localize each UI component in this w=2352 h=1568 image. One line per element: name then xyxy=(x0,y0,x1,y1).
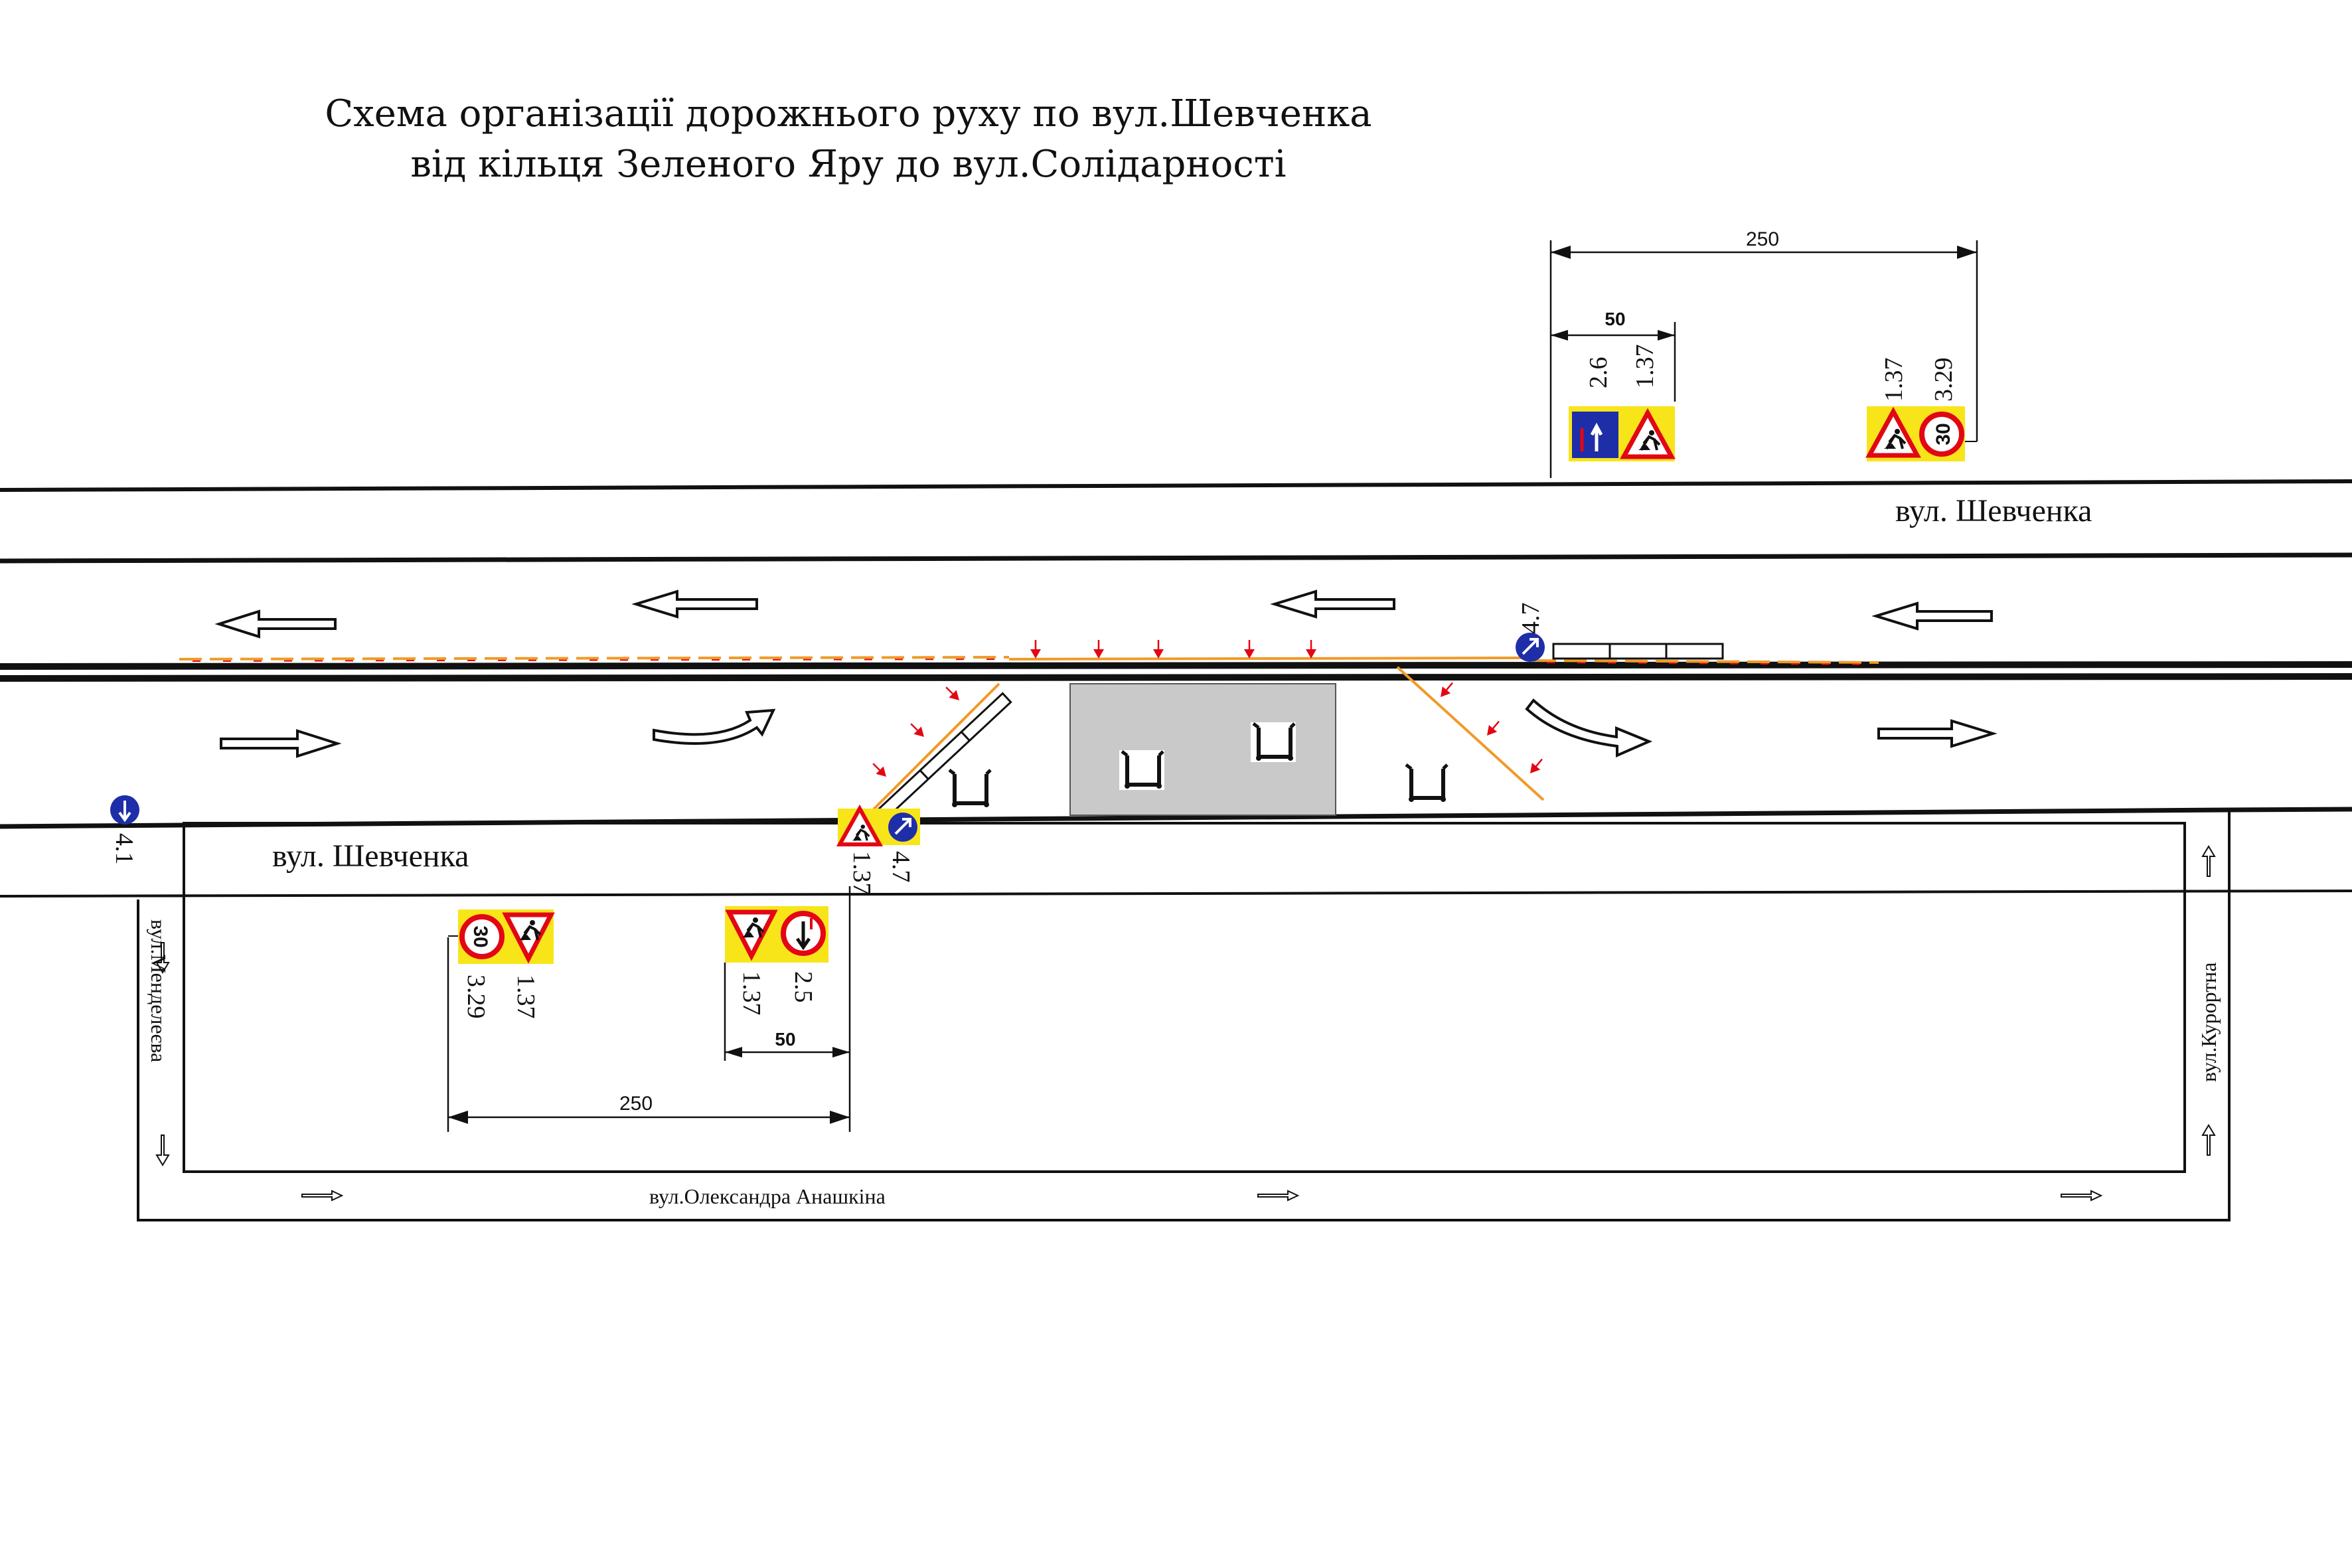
south-sidewalk-edge xyxy=(0,890,2352,898)
barrier-marker xyxy=(1152,639,1165,660)
sign-code-2-5: 2.5 xyxy=(789,971,817,1003)
sign-code-1-37-b: 1.37 xyxy=(1880,358,1908,402)
barrier-marker xyxy=(1243,639,1256,660)
left-sign-4-1: 4.1 xyxy=(110,795,139,865)
south-road-edge-east xyxy=(2229,807,2352,813)
outer-block xyxy=(137,809,2231,1221)
north-road-edge xyxy=(0,552,2352,564)
roadworks-triangle-icon xyxy=(1865,406,1921,458)
arrow-curve-return xyxy=(1525,698,1653,758)
street-label-shevchenka-local: вул. Шевченка xyxy=(272,838,469,874)
arrow-left-1 xyxy=(214,609,337,639)
dimension-top-50: 50 xyxy=(1605,309,1625,329)
barrier-markers xyxy=(1029,639,1318,660)
machine-3 xyxy=(947,769,992,809)
roadworks-triangle-icon xyxy=(836,804,884,846)
arrow-left-2 xyxy=(631,589,758,619)
street-label-kurortna: вул.Курортна xyxy=(2197,963,2221,1082)
side-street-arrows xyxy=(155,845,2216,1202)
sign-2-6-priority-icon xyxy=(1572,412,1618,458)
bottom-sign-group-2: 1.37 2.5 xyxy=(725,906,828,1016)
bottom-sign-group-1: 30 3.29 1.37 xyxy=(448,909,555,1019)
give-way-oncoming-icon xyxy=(781,911,826,956)
arrow-right-anashkina-1 xyxy=(301,1190,344,1202)
street-label-anashkina: вул.Олександра Анашкіна xyxy=(649,1184,886,1208)
sign-code-4-7-mid: 4.7 xyxy=(1517,603,1545,635)
inner-block xyxy=(183,822,2186,1173)
top-sign-group-2: 1.37 3.29 30 xyxy=(1865,358,1977,461)
machine-1 xyxy=(1119,750,1164,790)
barrier-marker xyxy=(1092,639,1105,660)
right-taper xyxy=(1396,666,1547,801)
barrier-dashed-line xyxy=(179,656,1010,661)
left-taper-fence xyxy=(868,682,1012,819)
arrow-right-anashkina-2 xyxy=(1257,1190,1300,1202)
sign-code-1-37: 1.37 xyxy=(1631,345,1659,389)
arrow-down-mendeleeva-2 xyxy=(155,1135,170,1166)
barrier-solid-line xyxy=(1008,657,1534,661)
arrow-left-4 xyxy=(1871,601,1993,631)
arrow-curve-bypass xyxy=(653,708,776,745)
speed-limit-icon: 30 xyxy=(459,914,505,959)
roadworks-triangle-icon xyxy=(725,909,778,961)
arrow-up-kurortna-2 xyxy=(2201,1124,2216,1156)
sign-code-1-37-c: 1.37 xyxy=(512,975,540,1019)
sign-code-4-7-cut: 4.7 xyxy=(887,851,915,883)
speed-limit-value: 30 xyxy=(1932,423,1954,445)
bottom-dimensions: 50 250 xyxy=(447,886,851,1132)
fence-segment-top xyxy=(1552,643,1724,660)
sign-code-1-37-cut: 1.37 xyxy=(848,851,876,896)
top-dimensions: 250 50 xyxy=(1549,228,1978,478)
dimension-bottom-250: 250 xyxy=(619,1093,653,1115)
barrier-marker xyxy=(1304,639,1318,660)
arrow-right-anashkina-3 xyxy=(2061,1190,2103,1202)
arrow-up-kurortna-1 xyxy=(2201,845,2216,877)
title-line-2: від кільця Зеленого Яру до вул.Солідарно… xyxy=(410,143,1286,186)
machine-4 xyxy=(1403,763,1449,803)
barrier-marker xyxy=(1029,639,1042,660)
local-street-block xyxy=(137,809,2231,1221)
arrow-right-1 xyxy=(220,729,342,758)
machine-2 xyxy=(1251,722,1296,762)
arrow-right-2 xyxy=(1877,719,1998,748)
sign-code-2-6: 2.6 xyxy=(1585,357,1612,389)
speed-limit-icon: 30 xyxy=(1919,412,1964,457)
street-label-shevchenka-main: вул. Шевченка xyxy=(1895,493,2092,528)
sign-code-1-37-d: 1.37 xyxy=(738,971,765,1016)
speed-limit-value: 30 xyxy=(469,925,491,947)
keep-right-icon xyxy=(888,813,917,842)
sign-code-4-1: 4.1 xyxy=(110,833,138,865)
diagram-title: Схема організації дорожнього руху по вул… xyxy=(325,92,1372,186)
street-label-mendeleeva: вул.Менделеєва xyxy=(147,919,171,1062)
sign-code-3-29-b: 3.29 xyxy=(462,975,490,1019)
title-line-1: Схема організації дорожнього руху по вул… xyxy=(325,92,1372,135)
roadworks-triangle-icon xyxy=(1620,408,1676,459)
cut-sign-group: 1.37 4.7 xyxy=(836,804,920,896)
arrow-left-3 xyxy=(1270,589,1395,619)
dimension-top-250: 250 xyxy=(1746,228,1779,250)
sign-code-3-29: 3.29 xyxy=(1930,358,1958,402)
mid-sign-4-7: 4.7 xyxy=(1516,603,1545,662)
median-barrier xyxy=(179,656,1879,665)
traffic-arrows xyxy=(214,589,1998,758)
median-line-upper xyxy=(0,661,2352,670)
arrow-down-mendeleeva-1 xyxy=(155,942,170,974)
roadworks-triangle-icon xyxy=(502,912,555,964)
dimension-bottom-50: 50 xyxy=(775,1029,795,1050)
median-line-lower xyxy=(0,673,2352,682)
north-sidewalk-edge xyxy=(0,479,2352,492)
top-sign-group-1: 2.6 1.37 xyxy=(1569,345,1676,461)
